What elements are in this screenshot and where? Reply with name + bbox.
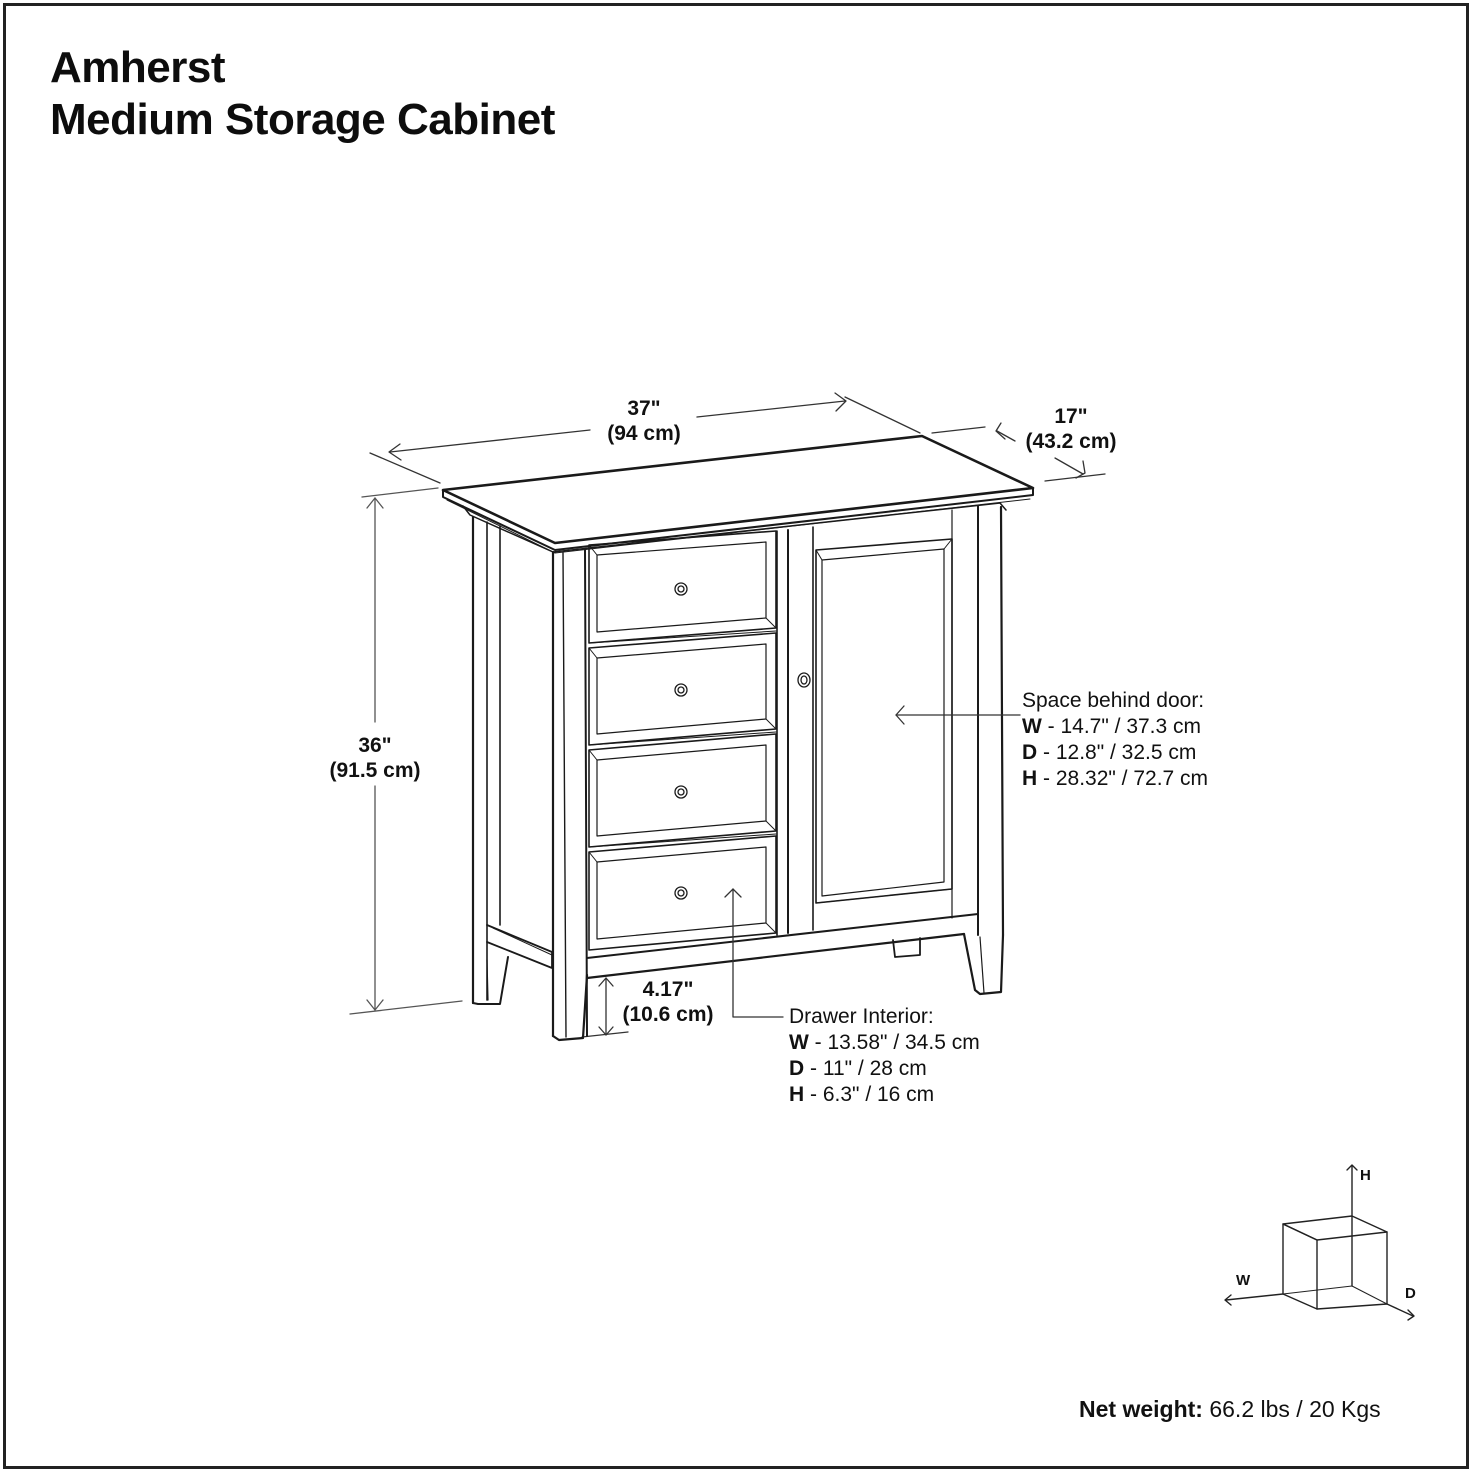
drawer-knob-icons [674, 582, 688, 900]
width-dimension-label: 37" (94 cm) [598, 396, 690, 446]
net-weight-value: 66.2 lbs / 20 Kgs [1202, 1396, 1381, 1422]
drawer-interior-leader [724, 888, 784, 1018]
cabinet-top [441, 434, 1035, 545]
space-behind-door-spec: Space behind door: W - 14.7" / 37.3 cm D… [1022, 688, 1208, 792]
leg-clearance-inches: 4.17" [642, 978, 694, 1001]
axis-label-depth: D [1405, 1285, 1416, 1302]
space-behind-door-leader [895, 705, 1021, 725]
height-dimension-label: 36" (91.5 cm) [322, 733, 428, 783]
drawer-1 [588, 530, 777, 644]
space-behind-door-heading: Space behind door: [1022, 689, 1205, 712]
depth-cm: (43.2 cm) [1025, 430, 1117, 453]
height-dimension-line [349, 487, 463, 1015]
page-border [3, 3, 1469, 1469]
drawer-interior-height: H - 6.3" / 16 cm [789, 1083, 935, 1106]
product-title-line-1: Amherst [50, 43, 225, 92]
space-behind-door-height: H - 28.32" / 72.7 cm [1022, 767, 1209, 790]
depth-dimension-label: 17" (43.2 cm) [1018, 404, 1124, 454]
height-inches: 36" [358, 734, 392, 757]
leg-clearance-cm: (10.6 cm) [622, 1003, 714, 1026]
width-dimension-line [369, 392, 921, 484]
net-weight-label: Net weight: [1079, 1396, 1203, 1422]
depth-dimension-line [931, 422, 1106, 482]
cabinet-door [797, 538, 953, 904]
width-inches: 37" [627, 397, 661, 420]
axis-legend-cube-icon [1224, 1164, 1415, 1321]
drawer-interior-spec: Drawer Interior: W - 13.58" / 34.5 cm D … [789, 1004, 980, 1108]
axis-label-width: W [1236, 1272, 1251, 1289]
leg-clearance-dimension-line [581, 977, 629, 1038]
door-knob-icon [797, 672, 811, 688]
space-behind-door-depth: D - 12.8" / 32.5 cm [1022, 741, 1197, 764]
product-title: Amherst Medium Storage Cabinet [50, 42, 555, 146]
drawer-4 [588, 835, 777, 951]
cabinet-body [441, 434, 1035, 1042]
product-title-line-2: Medium Storage Cabinet [50, 95, 555, 144]
leg-clearance-label: 4.17" (10.6 cm) [616, 977, 720, 1027]
axis-label-height: H [1360, 1167, 1371, 1184]
drawer-interior-depth: D - 11" / 28 cm [789, 1057, 927, 1080]
height-cm: (91.5 cm) [329, 759, 421, 782]
space-behind-door-width: W - 14.7" / 37.3 cm [1022, 715, 1202, 738]
drawer-interior-heading: Drawer Interior: [789, 1005, 934, 1028]
drawer-interior-width: W - 13.58" / 34.5 cm [789, 1031, 980, 1054]
net-weight: Net weight: 66.2 lbs / 20 Kgs [1079, 1396, 1381, 1423]
depth-inches: 17" [1054, 405, 1088, 428]
drawer-stack [588, 530, 777, 951]
drawer-3 [588, 733, 777, 848]
drawer-2 [588, 632, 777, 746]
width-cm: (94 cm) [607, 422, 681, 445]
